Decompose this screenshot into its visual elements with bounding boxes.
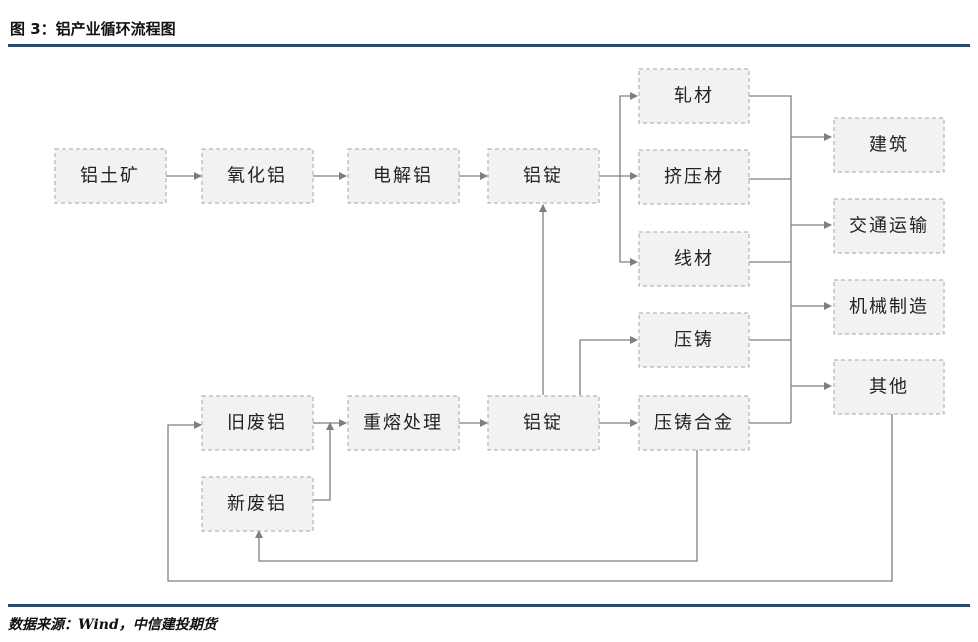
edge-newscrap-remelt xyxy=(313,422,334,501)
node-old-scrap: 旧废铝 xyxy=(201,395,314,451)
node-machinery-label: 机械制造 xyxy=(849,297,929,318)
node-electrolytic-label: 电解铝 xyxy=(373,166,433,187)
edge-rolled-bus xyxy=(749,95,792,423)
node-transport-label: 交通运输 xyxy=(849,216,929,237)
edges xyxy=(166,92,893,582)
node-ingot-top-label: 铝锭 xyxy=(523,166,563,187)
node-wire: 线材 xyxy=(638,231,750,287)
node-other: 其他 xyxy=(833,359,945,415)
node-new-scrap: 新废铝 xyxy=(201,476,314,532)
node-old-scrap-label: 旧废铝 xyxy=(227,413,287,434)
node-alumina-label: 氧化铝 xyxy=(227,166,287,187)
node-transport: 交通运输 xyxy=(833,198,945,254)
node-remelt-label: 重熔处理 xyxy=(363,413,443,434)
node-rolled: 轧材 xyxy=(638,68,750,124)
node-construction-label: 建筑 xyxy=(869,135,909,156)
node-bauxite-label: 铝土矿 xyxy=(80,166,140,187)
node-extruded-label: 挤压材 xyxy=(664,167,724,188)
node-remelt: 重熔处理 xyxy=(347,395,460,451)
node-machinery: 机械制造 xyxy=(833,279,945,335)
node-wire-label: 线材 xyxy=(674,249,714,270)
edge-alloy-newscrap xyxy=(255,450,698,562)
edge-other-oldscrap xyxy=(167,414,893,582)
node-ingot-bottom-label: 铝锭 xyxy=(523,413,563,434)
node-alumina: 氧化铝 xyxy=(201,148,314,204)
top-rule xyxy=(8,44,970,47)
node-die-casting-label: 压铸 xyxy=(674,330,714,351)
node-extruded: 挤压材 xyxy=(638,149,750,205)
node-new-scrap-label: 新废铝 xyxy=(227,494,287,515)
node-electrolytic: 电解铝 xyxy=(347,148,460,204)
node-die-casting: 压铸 xyxy=(638,312,750,368)
node-ingot-bottom: 铝锭 xyxy=(487,395,600,451)
source-note: 数据来源：Wind，中信建投期货 xyxy=(8,617,217,633)
figure-title: 图 3：铝产业循环流程图 xyxy=(10,20,176,38)
bottom-rule xyxy=(8,604,970,607)
node-die-alloy-label: 压铸合金 xyxy=(654,413,734,434)
node-other-label: 其他 xyxy=(869,377,909,398)
node-rolled-label: 轧材 xyxy=(674,86,714,107)
node-die-alloy: 压铸合金 xyxy=(638,395,750,451)
edge-ingot-diecasting xyxy=(579,336,638,395)
edge-ingot-wire xyxy=(619,176,638,266)
edge-ingot-rolled xyxy=(619,92,638,176)
node-bauxite: 铝土矿 xyxy=(54,148,167,204)
node-construction: 建筑 xyxy=(833,117,945,173)
node-ingot-top: 铝锭 xyxy=(487,148,600,204)
